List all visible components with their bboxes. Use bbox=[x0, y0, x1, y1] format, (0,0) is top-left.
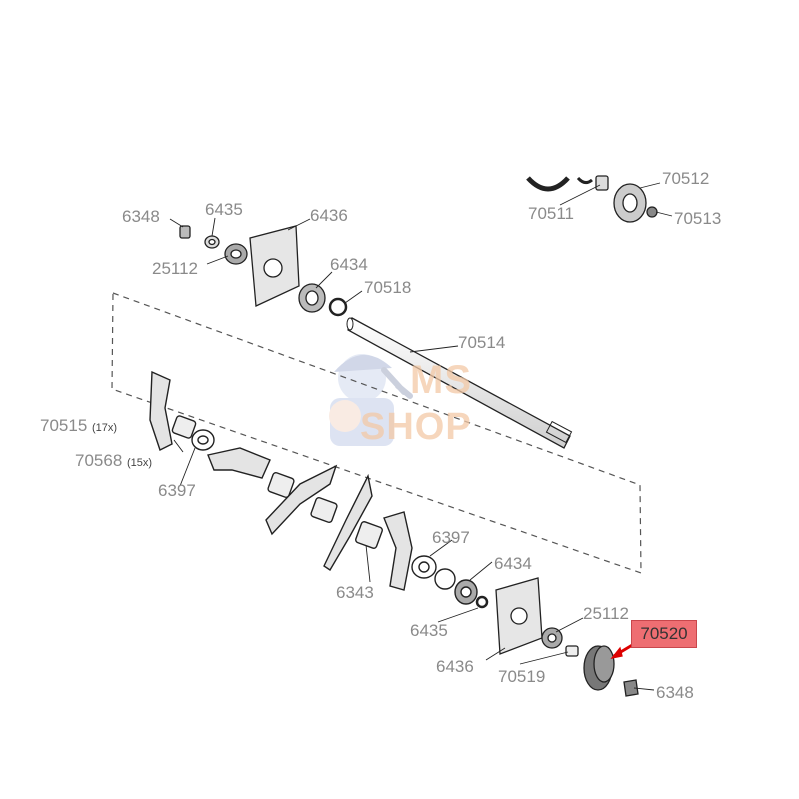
label-6435-bottom: 6435 bbox=[410, 621, 448, 640]
label-25112-top: 25112 bbox=[152, 259, 199, 278]
label-6397-left: 6397 bbox=[158, 481, 196, 500]
label-6435-top: 6435 bbox=[205, 200, 243, 219]
part-quantity: (15x) bbox=[127, 457, 153, 469]
label-70568: 70568 (15x) bbox=[75, 452, 152, 469]
label-70513: 70513 bbox=[674, 209, 722, 228]
label-70518: 70518 bbox=[364, 278, 412, 297]
mascot-watermark bbox=[329, 354, 413, 446]
part-quantity: (17x) bbox=[92, 422, 118, 434]
label-6434-top: 6434 bbox=[330, 255, 368, 274]
belt-pulley-detail bbox=[526, 175, 658, 223]
label-25112-bottom: 25112 bbox=[583, 604, 630, 623]
label-6343: 6343 bbox=[336, 583, 374, 602]
part-number: 70515 bbox=[40, 416, 88, 435]
label-6436-bottom: 6436 bbox=[436, 657, 474, 676]
bottom-hardware bbox=[495, 577, 639, 697]
highlighted-part-label[interactable]: 70520 bbox=[631, 620, 697, 648]
shaft-70514 bbox=[346, 317, 573, 449]
label-6348-top: 6348 bbox=[122, 207, 160, 226]
label-6436-top: 6436 bbox=[310, 206, 348, 225]
label-70519: 70519 bbox=[498, 667, 546, 686]
top-hardware bbox=[179, 225, 348, 317]
blade-assembly bbox=[149, 370, 489, 609]
watermark-shop: SHOP bbox=[360, 406, 472, 448]
label-70511: 70511 bbox=[528, 204, 575, 223]
label-6348-bottom: 6348 bbox=[656, 683, 694, 702]
label-70512: 70512 bbox=[662, 169, 710, 188]
label-70514: 70514 bbox=[458, 333, 506, 352]
part-number: 70568 bbox=[75, 451, 123, 470]
leader-lines bbox=[169, 182, 673, 691]
watermark-ms: MS bbox=[410, 358, 472, 402]
label-70515: 70515 (17x) bbox=[40, 417, 117, 434]
label-6397-right: 6397 bbox=[432, 528, 470, 547]
label-6434-bottom: 6434 bbox=[494, 554, 532, 573]
